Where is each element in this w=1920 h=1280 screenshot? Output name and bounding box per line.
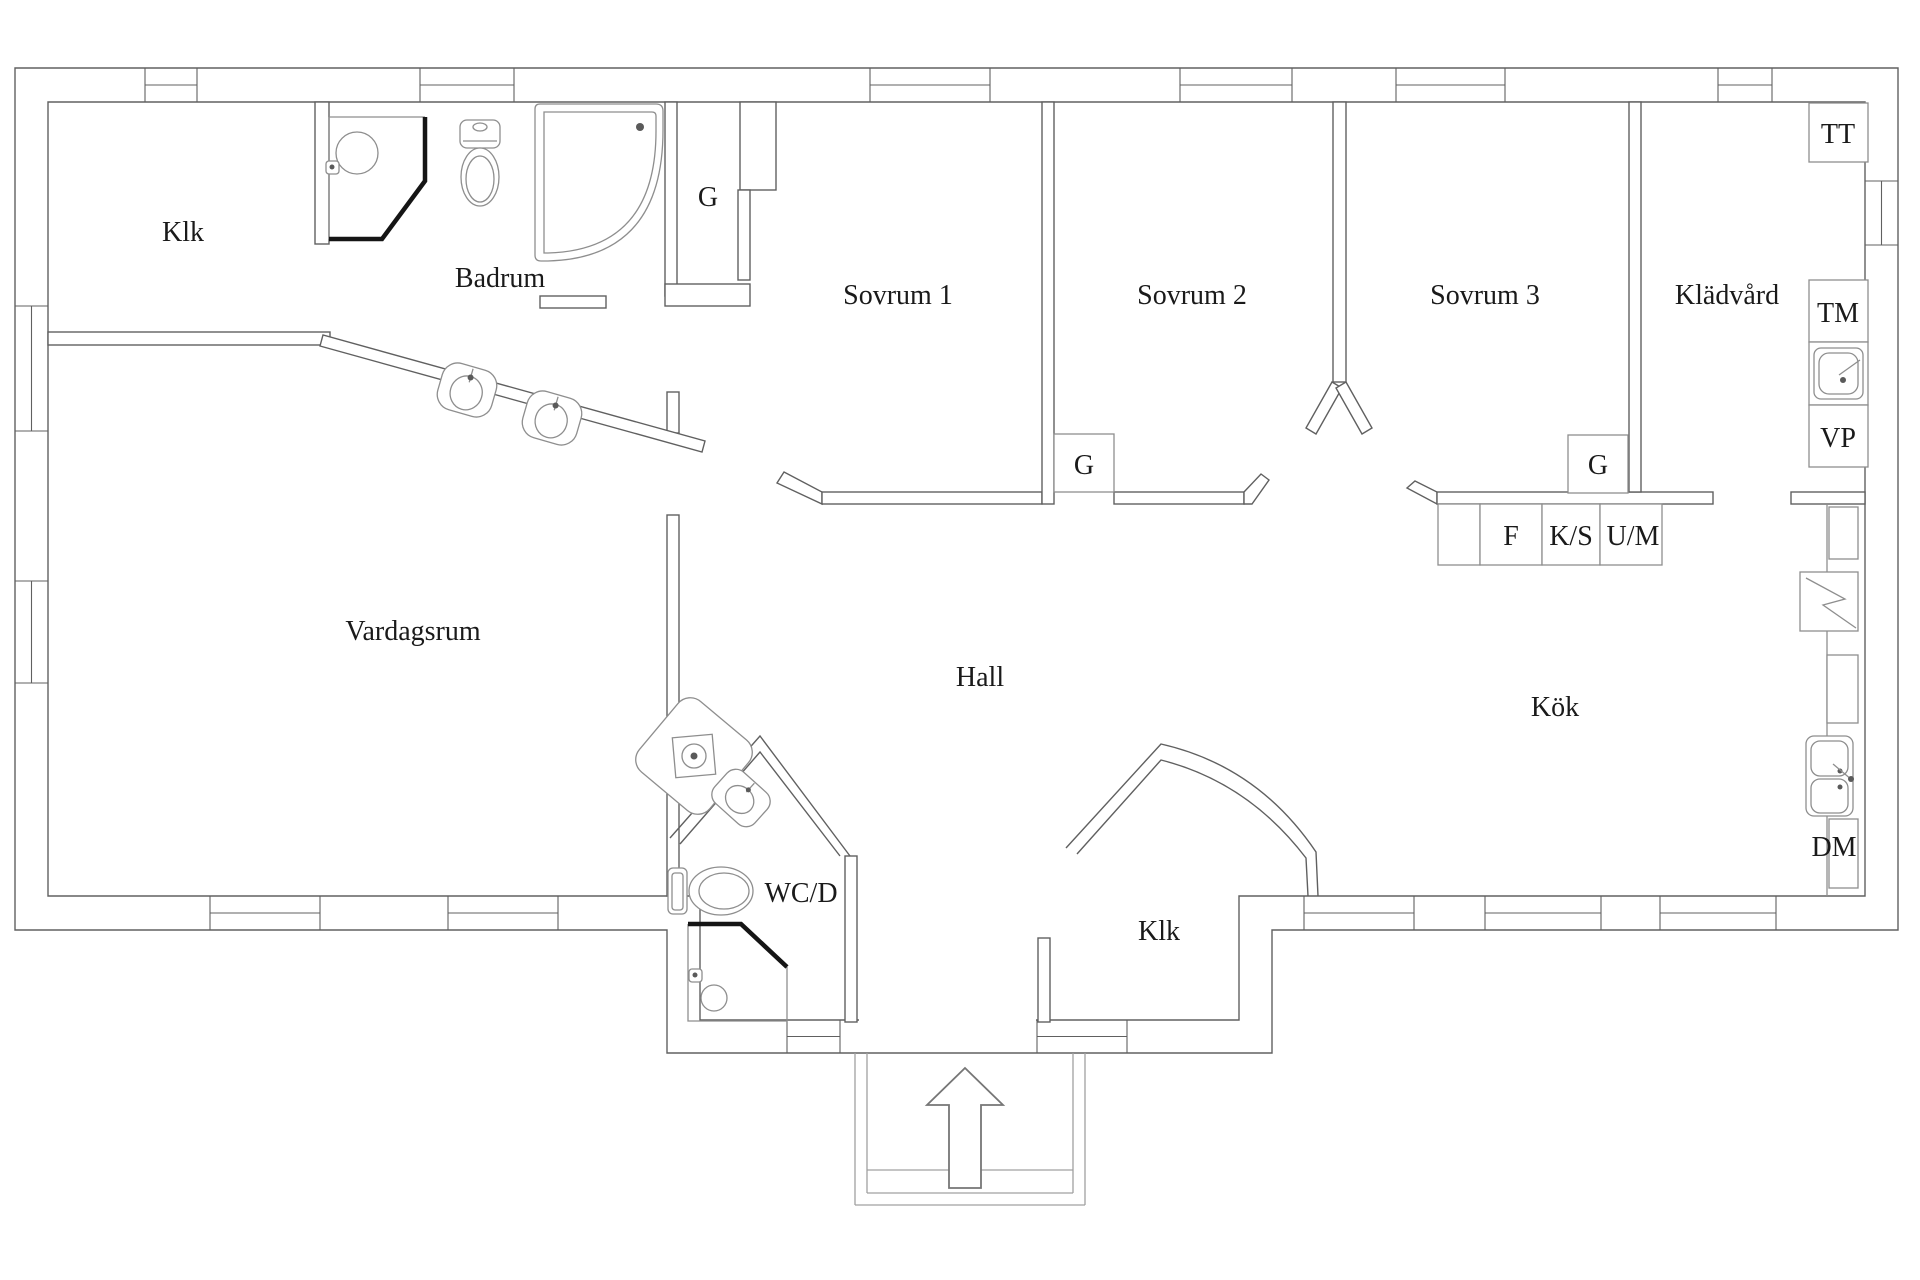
wall-bedroom1-right [1041, 101, 1055, 505]
double-sink-icon [436, 362, 583, 446]
kitchen-sink-icon [1805, 735, 1854, 817]
wall-laundry-kitchen [1790, 491, 1866, 505]
appliance-label-washing-machine: TM [1817, 298, 1859, 329]
room-label-kitchen: Kök [1531, 692, 1579, 723]
washing-machine-box [1808, 279, 1869, 343]
room-label-bedroom1: Sovrum 1 [843, 280, 953, 311]
water-heater-box [1808, 404, 1869, 468]
corner-sink-icon [711, 768, 771, 828]
entrance [854, 1053, 1086, 1206]
labels: Klk Badrum G Sovrum 1 Sovrum 2 Sovrum 3 … [162, 119, 1859, 947]
room-label-bedroom2: Sovrum 2 [1137, 280, 1247, 311]
wall-bedroom2-bottom [1113, 491, 1245, 505]
window-openings [15, 68, 1898, 1053]
room-label-bedroom3: Sovrum 3 [1430, 280, 1540, 311]
wall-divider-v-right [1335, 381, 1373, 435]
room-label-wardrobe-bathroom: G [698, 182, 718, 213]
oven-microwave-box [1599, 503, 1663, 566]
wall-closet-nw-bottom [47, 331, 331, 346]
appliance-label-dishwasher: DM [1811, 832, 1856, 863]
wall-laundry-left [1628, 101, 1642, 493]
wall-wc-east [844, 855, 858, 1023]
fridge-freezer-box [1541, 503, 1601, 566]
tumble-dryer-box [1808, 102, 1869, 163]
room-label-wardrobe-bedroom2: G [1074, 450, 1094, 481]
wardrobe-box-bedroom2 [1053, 433, 1115, 493]
wall-entry-closet-curve-inner [1076, 759, 1309, 897]
kitchen-cabinet-box-lower [1826, 654, 1859, 724]
wall-wc-gable-inner [679, 750, 841, 857]
appliance-label-water-heater: VP [1820, 423, 1856, 454]
wardrobe-box-bedroom3 [1567, 434, 1629, 494]
wall-bedroom1-bottom [821, 491, 1043, 505]
room-label-entry-closet: Klk [1138, 916, 1180, 947]
fixtures [325, 102, 1869, 1022]
kitchen-cabinet-box-upper [1828, 506, 1859, 560]
laundry-sink-icon [1808, 341, 1869, 406]
room-label-wc-shower: WC/D [764, 878, 837, 909]
wall-entry-closet-west [1037, 937, 1051, 1023]
wall-wardrobe-left [664, 101, 678, 297]
exterior-walls [14, 67, 1899, 1054]
room-label-hall: Hall [956, 662, 1004, 693]
wall-bedroom2-3-divider [1332, 101, 1347, 383]
toilet-icon [667, 866, 754, 916]
appliance-label-fridge-freezer: K/S [1549, 521, 1593, 552]
shower-icon [687, 921, 789, 1022]
appliance-label-tumble-dryer: TT [1821, 119, 1855, 150]
toilet-icon [459, 119, 501, 207]
room-label-closet-nw: Klk [162, 217, 204, 248]
kitchen-appliance-row [1437, 503, 1663, 566]
appliance-label-fridge: F [1503, 521, 1519, 552]
corner-bathtub-icon [534, 103, 664, 262]
fridge-box [1479, 503, 1543, 566]
dishwasher-box [1828, 818, 1859, 889]
wall-hall-door-stub [666, 391, 680, 434]
interior-walls [47, 101, 1866, 1023]
porch-steps [854, 1053, 1086, 1206]
wall-entry-closet-curve-outer [1065, 743, 1319, 897]
stove-icon [1799, 571, 1859, 632]
room-label-living-room: Vardagsrum [345, 616, 481, 647]
entrance-arrow-icon [924, 1066, 1006, 1189]
room-label-laundry: Klädvård [1675, 280, 1779, 311]
room-label-wardrobe-bedroom3: G [1588, 450, 1608, 481]
wall-bathroom-south [539, 295, 607, 309]
entrance-door-opening [859, 1015, 1036, 1051]
wall-wardrobe-right-upper [739, 101, 777, 191]
wall-bedroom2-chamfer [1243, 473, 1270, 505]
wall-wardrobe-bottom [664, 283, 751, 307]
room-label-bathroom: Badrum [455, 263, 545, 294]
corner-shower-icon [325, 116, 428, 242]
wall-bedroom1-left [737, 189, 751, 281]
appliance-label-oven-microwave: U/M [1607, 521, 1660, 552]
wall-bedroom3-bottom [1436, 491, 1714, 505]
